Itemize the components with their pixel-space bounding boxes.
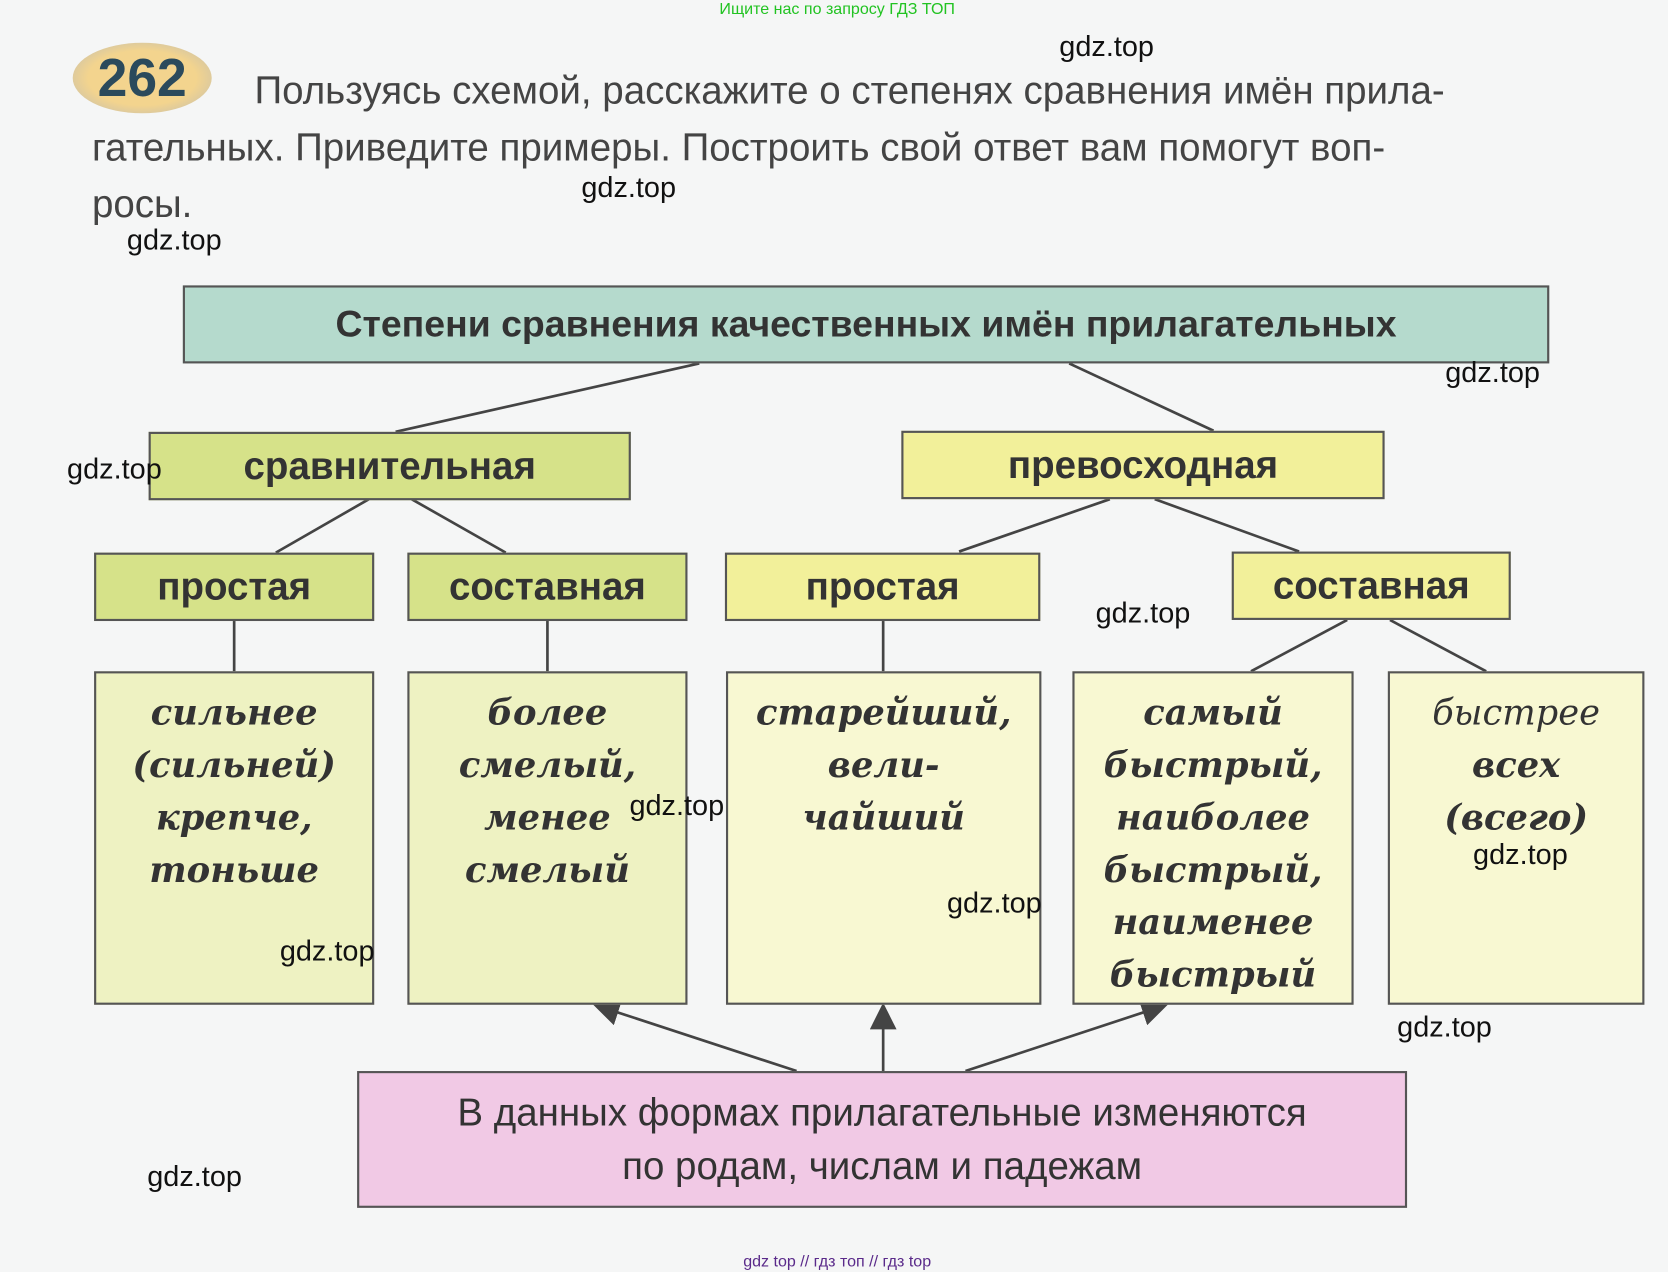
watermark: gdz.top <box>1445 356 1540 389</box>
exercise-line-3: росы. <box>91 181 193 226</box>
note-box: В данных формах прилагательные изменяютс… <box>357 1071 1408 1208</box>
superlative-simple-examples: старейший, вели- чайший <box>725 671 1042 1005</box>
example: тоньше <box>149 848 319 891</box>
superlative-compound-box: составная <box>1231 551 1511 620</box>
example: наиболее <box>1116 796 1310 839</box>
superlative-compound-examples-b: быстрее всех (всего) <box>1387 671 1645 1005</box>
watermark: gdz.top <box>1059 30 1154 63</box>
note-line-2: по родам, числам и падежам <box>622 1143 1143 1188</box>
example: смелый, <box>458 743 637 786</box>
example: менее <box>484 796 611 839</box>
example: быстрый <box>1109 953 1317 996</box>
superlative-simple-box: простая <box>724 552 1041 622</box>
connector-line <box>395 362 700 434</box>
footer-note: gdz top // гдз топ // гдз top <box>743 1252 932 1271</box>
connector-line <box>275 498 370 554</box>
watermark: gdz.top <box>279 934 375 967</box>
watermark: gdz.top <box>1473 838 1568 871</box>
connector-line <box>1389 618 1487 673</box>
example: более <box>487 691 608 734</box>
comparative-compound-box: составная <box>407 552 688 622</box>
exercise-number-badge: 262 <box>72 42 212 114</box>
watermark: gdz.top <box>1397 1010 1492 1043</box>
example: всех <box>1472 743 1561 786</box>
example: сильнее <box>150 691 318 734</box>
example: быстрый, <box>1103 743 1323 786</box>
example: смелый <box>464 848 630 891</box>
example: крепче, <box>155 796 313 839</box>
comparative-simple-examples: сильнее (сильней) крепче, тоньше <box>94 671 375 1005</box>
superlative-degree-box: превосходная <box>901 430 1385 500</box>
connector-line <box>958 497 1111 553</box>
example: вели- <box>827 743 940 786</box>
search-hint: Ищите нас по запросу ГДЗ ТОП <box>719 0 955 19</box>
watermark: gdz.top <box>1095 596 1191 630</box>
example: самый <box>1143 691 1283 734</box>
watermark: gdz.top <box>629 789 725 822</box>
exercise-line-1: Пользуясь схемой, расскажите о степенях … <box>254 68 1445 113</box>
superlative-compound-examples-a: самый быстрый, наиболее быстрый, наимене… <box>1072 671 1354 1005</box>
watermark: gdz.top <box>67 452 162 485</box>
example: (всего) <box>1444 796 1589 839</box>
example: быстрее <box>1432 691 1601 734</box>
exercise-text: Пользуясь схемой, расскажите о степенях … <box>92 62 1644 232</box>
comparative-degree-box: сравнительная <box>148 431 631 501</box>
example: старейший, <box>755 691 1012 734</box>
example: наименее <box>1112 901 1314 943</box>
connector-line <box>410 498 507 554</box>
example: быстрый, <box>1103 848 1323 891</box>
example: (сильней) <box>132 743 336 786</box>
example: чайший <box>802 796 965 839</box>
arrow <box>592 999 797 1073</box>
exercise-line-2: гательных. Приведите примеры. Построить … <box>91 125 1386 169</box>
connector-line <box>1068 362 1215 432</box>
watermark: gdz.top <box>147 1160 242 1193</box>
comparative-simple-box: простая <box>94 552 375 622</box>
watermark: gdz.top <box>581 171 677 204</box>
arrow <box>965 999 1169 1073</box>
connector-line <box>1154 497 1300 553</box>
watermark: gdz.top <box>126 223 222 257</box>
connector-line <box>1250 618 1348 673</box>
note-line-1: В данных формах прилагательные изменяютс… <box>457 1090 1307 1135</box>
watermark: gdz.top <box>947 886 1042 919</box>
diagram-title: Степени сравнения качественных имён прил… <box>182 285 1550 364</box>
comparative-compound-examples: более смелый, менее смелый <box>407 671 688 1005</box>
